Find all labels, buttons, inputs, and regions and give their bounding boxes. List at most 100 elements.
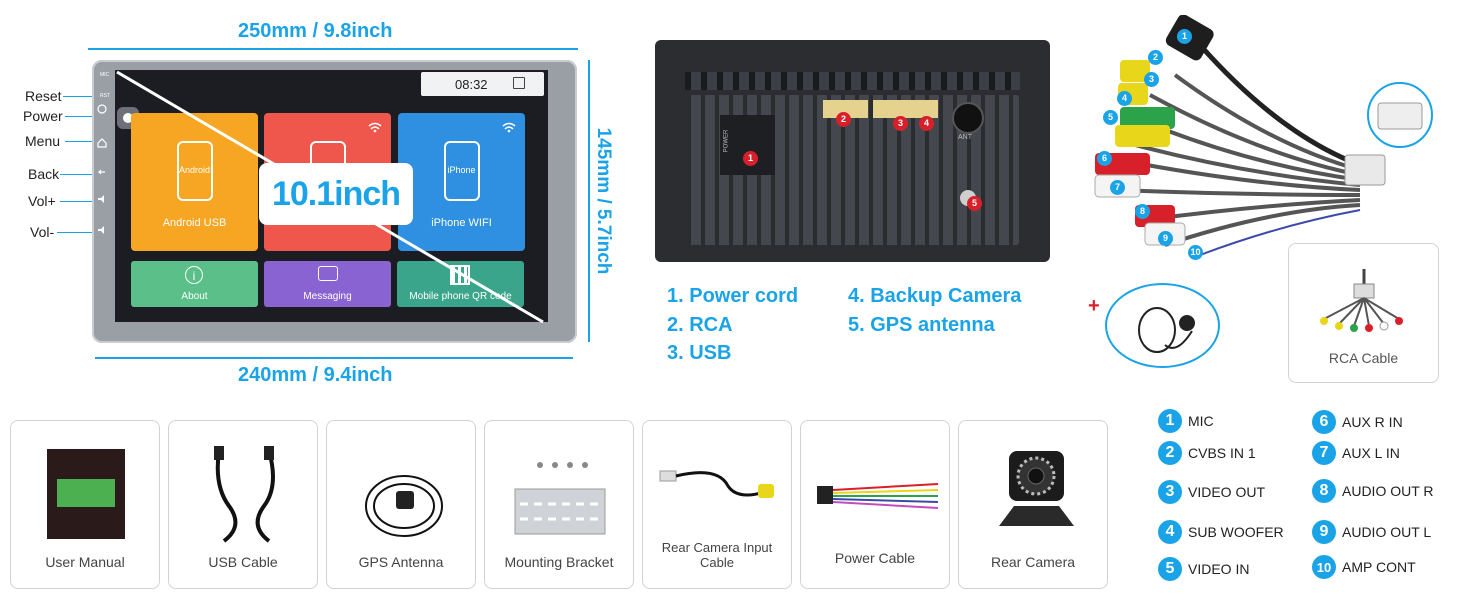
legend-number: 4 bbox=[1158, 520, 1182, 544]
legend-label: AMP CONT bbox=[1342, 559, 1416, 575]
power-pointer bbox=[65, 116, 93, 117]
vol-down-pointer bbox=[57, 232, 93, 233]
tile-iphone-wifi[interactable]: iPhone iPhone WIFI bbox=[398, 113, 525, 251]
reset-label: Reset bbox=[25, 88, 62, 104]
tile-messaging-label: Messaging bbox=[303, 291, 352, 302]
accessory-label: User Manual bbox=[45, 554, 125, 570]
tile-about-label: About bbox=[181, 291, 208, 302]
legend-item-1: 1 MIC bbox=[1158, 409, 1214, 433]
back-marker-3: 3 bbox=[893, 116, 908, 131]
legend-number: 10 bbox=[1312, 555, 1336, 579]
vol-up-pointer bbox=[60, 201, 93, 202]
legend-number: 8 bbox=[1312, 479, 1336, 503]
harness-num-2: 2 bbox=[1148, 50, 1163, 65]
legend-number: 5 bbox=[1158, 557, 1182, 581]
accessory-user-manual: User Manual bbox=[10, 420, 160, 589]
clock: 08:32 bbox=[455, 77, 488, 92]
accessory-label: Rear Camera Input Cable bbox=[661, 540, 773, 570]
accessory-power-cable: Power Cable bbox=[800, 420, 950, 589]
home-icon bbox=[97, 138, 107, 148]
exit-icon[interactable] bbox=[513, 77, 525, 89]
tile-messaging[interactable]: Messaging bbox=[264, 261, 391, 307]
legend-label: AUDIO OUT L bbox=[1342, 524, 1432, 540]
side-button-icons bbox=[97, 104, 107, 234]
harness-num-9: 9 bbox=[1158, 231, 1173, 246]
gps-antenna-icon bbox=[365, 475, 443, 537]
back-marker-4: 4 bbox=[919, 116, 934, 131]
legend-number: 2 bbox=[1158, 441, 1182, 465]
back-marker-2: 2 bbox=[836, 112, 851, 127]
accessory-label: GPS Antenna bbox=[358, 554, 444, 570]
legend-label: AUX R IN bbox=[1342, 414, 1403, 430]
camera-port bbox=[952, 102, 984, 134]
status-bar: 08:32 bbox=[421, 72, 544, 96]
legend-number: 7 bbox=[1312, 441, 1336, 465]
tile-android-usb[interactable]: Android Android USB bbox=[131, 113, 258, 251]
android-phone-text: Android bbox=[178, 165, 211, 175]
camera-input-cable-icon bbox=[659, 470, 774, 498]
bottom-dimension-line bbox=[95, 357, 573, 359]
wifi-icon bbox=[502, 122, 516, 133]
accessory-label: Power Cable bbox=[834, 550, 916, 566]
legend-label: MIC bbox=[1188, 413, 1214, 429]
manual-image bbox=[47, 449, 125, 539]
right-dimension-line bbox=[588, 60, 590, 342]
iphone-text: iPhone bbox=[447, 165, 476, 175]
harness-num-8: 8 bbox=[1135, 204, 1150, 219]
top-dimension-label: 250mm / 9.8inch bbox=[238, 20, 393, 42]
accessory-rear-camera: Rear Camera bbox=[958, 420, 1108, 589]
mic-accessory bbox=[1105, 283, 1220, 368]
volume-down-icon bbox=[98, 226, 104, 234]
legend-label: VIDEO IN bbox=[1188, 561, 1250, 577]
legend-number: 6 bbox=[1312, 410, 1336, 434]
legend-number: 1 bbox=[1158, 409, 1182, 433]
tile-about[interactable]: i About bbox=[131, 261, 258, 307]
legend-item-2: 2 CVBS IN 1 bbox=[1158, 441, 1256, 465]
harness-num-6: 6 bbox=[1097, 151, 1112, 166]
reset-pointer bbox=[63, 96, 93, 97]
accessory-gps-antenna: GPS Antenna bbox=[326, 420, 476, 589]
legend-item-3: 3 VIDEO OUT bbox=[1158, 480, 1265, 504]
tile-android-usb-label: Android USB bbox=[162, 217, 227, 229]
vol-up-label: Vol+ bbox=[28, 193, 56, 209]
harness-num-1: 1 bbox=[1177, 29, 1192, 44]
legend-item-7: 7 AUX L IN bbox=[1312, 441, 1400, 465]
back-icon bbox=[97, 169, 105, 175]
back-marker-1: 1 bbox=[743, 151, 758, 166]
plus-sign: + bbox=[1088, 295, 1100, 317]
power-icon bbox=[97, 104, 107, 114]
message-icon bbox=[318, 266, 338, 281]
accessory-label: Rear Camera bbox=[990, 554, 1076, 570]
back-label: Back bbox=[28, 166, 60, 182]
volume-up-icon bbox=[98, 195, 104, 203]
accessory-usb-cable: USB Cable bbox=[168, 420, 318, 589]
ports-legend-3: 3. USB bbox=[667, 342, 732, 364]
legend-label: SUB WOOFER bbox=[1188, 524, 1284, 540]
power-label: Power bbox=[23, 108, 63, 124]
mounting-bracket-icon bbox=[514, 462, 606, 535]
legend-item-5: 5 VIDEO IN bbox=[1158, 557, 1249, 581]
top-dimension-line bbox=[88, 48, 578, 50]
menu-label: Menu bbox=[25, 133, 61, 149]
legend-label: AUX L IN bbox=[1342, 445, 1400, 461]
accessory-label: USB Cable bbox=[208, 554, 278, 570]
ports-legend-2: 2. RCA bbox=[667, 314, 733, 336]
wifi-icon bbox=[368, 122, 382, 133]
back-panel: POWER ANT bbox=[655, 40, 1050, 262]
harness-num-7: 7 bbox=[1110, 180, 1125, 195]
tile-iphone-wifi-label: iPhone WIFI bbox=[431, 217, 492, 229]
tile-qr-code-label: Mobile phone QR code bbox=[409, 291, 512, 302]
microphone-icon bbox=[1138, 307, 1195, 353]
rca-cable-label: RCA Cable bbox=[1328, 350, 1399, 366]
harness-num-3: 3 bbox=[1144, 72, 1159, 87]
legend-label: VIDEO OUT bbox=[1188, 484, 1266, 500]
accessory-mounting-bracket: Mounting Bracket bbox=[484, 420, 634, 589]
bottom-dimension-label: 240mm / 9.4inch bbox=[238, 364, 393, 386]
harness-num-10: 10 bbox=[1188, 245, 1203, 260]
info-icon: i bbox=[185, 266, 203, 284]
rca-connector bbox=[823, 100, 868, 118]
ports-legend-1: 1. Power cord bbox=[667, 285, 799, 307]
rca-cable-card: RCA Cable bbox=[1288, 243, 1439, 383]
back-marker-5: 5 bbox=[967, 196, 982, 211]
usb-cable-icon bbox=[214, 446, 275, 543]
